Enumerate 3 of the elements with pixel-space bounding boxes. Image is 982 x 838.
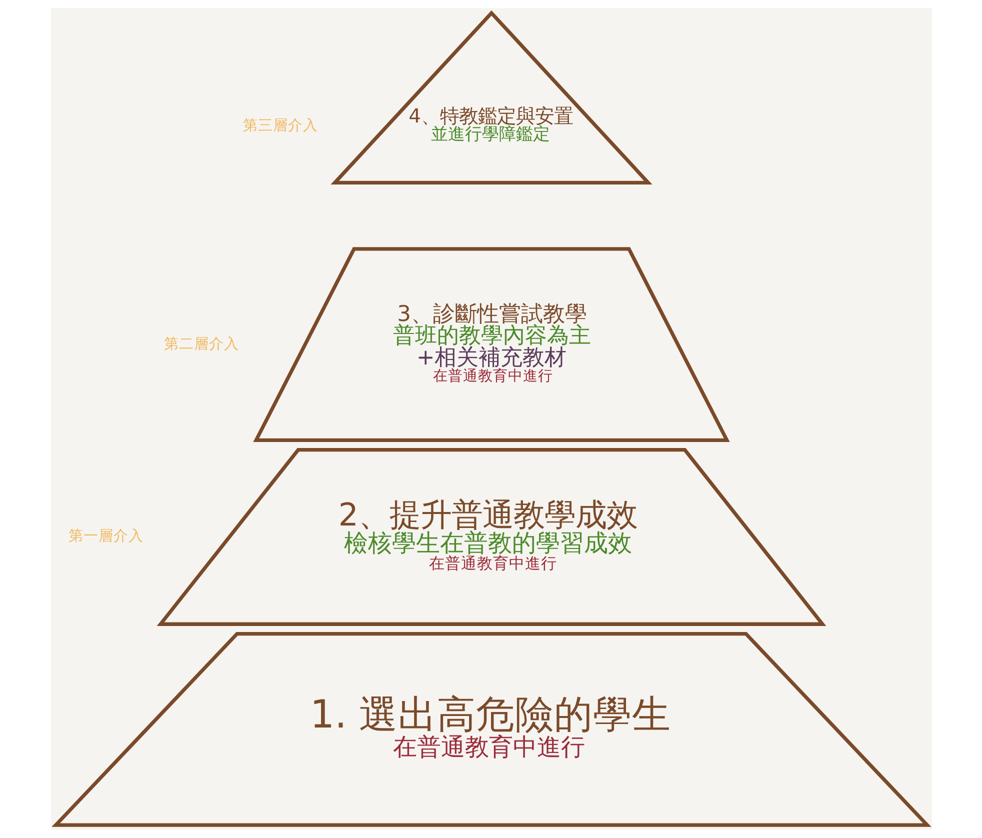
node-label: 第二層介入 <box>164 336 239 352</box>
node-label: 第三層介入 <box>242 118 318 134</box>
node-label: 第一層介入 <box>68 528 144 545</box>
